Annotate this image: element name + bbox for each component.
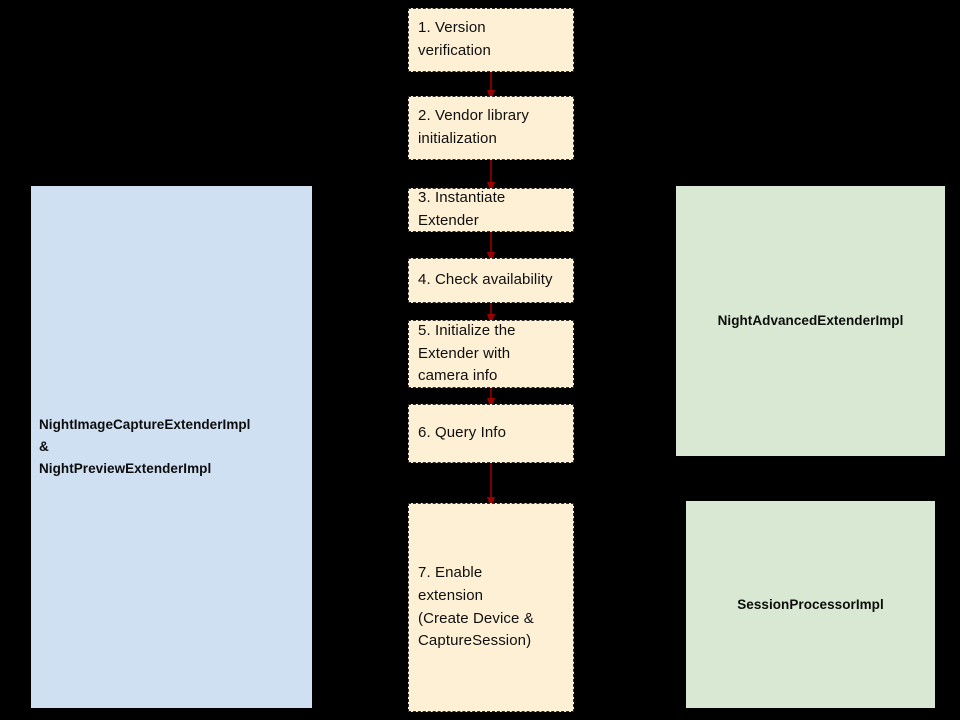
step-2-label: 2. Vendor library initialization (418, 107, 529, 147)
step-1-label: 1. Version verification (418, 19, 491, 59)
step-4-label: 4. Check availability (418, 271, 553, 289)
step-box-version-verification[interactable]: 1. Version verification (408, 8, 574, 72)
step-7-label: 7. Enable extension (Create Device & Cap… (418, 563, 534, 650)
step-6-label: 6. Query Info (418, 424, 507, 442)
step-5-label: 5. Initialize the Extender with camera i… (418, 321, 516, 385)
step-box-query-info[interactable]: 6. Query Info (408, 404, 574, 463)
step-3-label: 3. Instantiate Extender (418, 189, 506, 229)
panel-advanced-extender-label: NightAdvancedExtenderImpl (717, 313, 904, 329)
step-box-enable-extension[interactable]: 7. Enable extension (Create Device & Cap… (408, 503, 574, 712)
panel-advanced-extender: NightAdvancedExtenderImpl (676, 186, 945, 456)
step-box-initialize-extender[interactable]: 5. Initialize the Extender with camera i… (408, 320, 574, 388)
panel-session-processor-label: SessionProcessorImpl (737, 596, 884, 612)
panel-session-processor: SessionProcessorImpl (686, 501, 935, 708)
step-box-vendor-library-initialization[interactable]: 2. Vendor library initialization (408, 96, 574, 160)
panel-basic-extenders-label: NightImageCaptureExtenderImpl & NightPre… (39, 417, 251, 476)
step-box-instantiate-extender[interactable]: 3. Instantiate Extender (408, 188, 574, 232)
panel-basic-extenders: NightImageCaptureExtenderImpl & NightPre… (31, 186, 312, 708)
step-box-check-availability[interactable]: 4. Check availability (408, 258, 574, 303)
